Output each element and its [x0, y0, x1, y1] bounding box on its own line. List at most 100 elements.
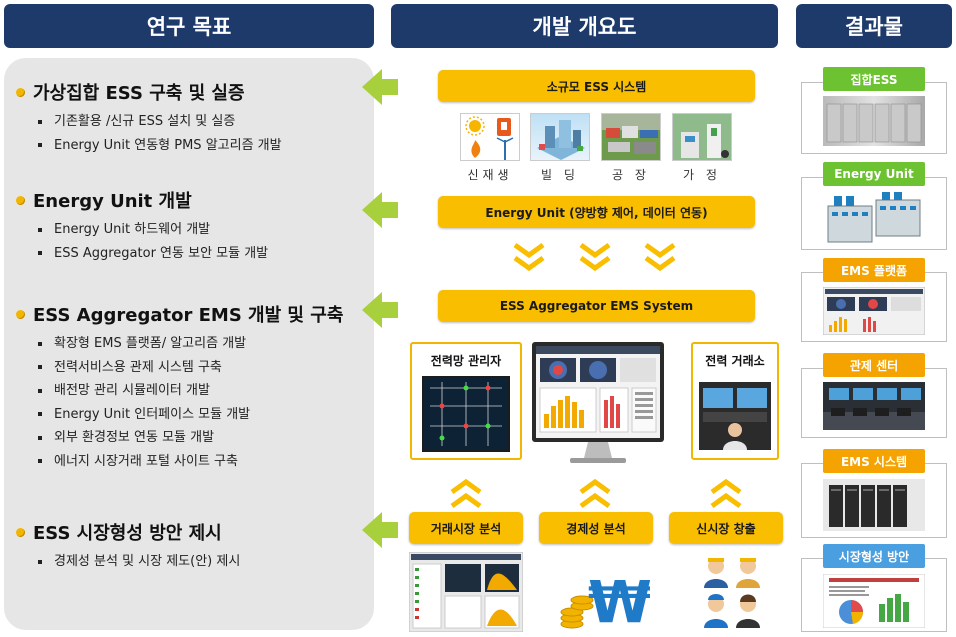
goal-item: Energy Unit 연동형 PMS 알고리즘 개발	[38, 134, 366, 158]
goal-title-text: ESS Aggregator EMS 개발 및 구축	[33, 305, 344, 326]
arrow-left-icon	[362, 512, 398, 548]
goal-title-text: ESS 시장형성 방안 제시	[33, 523, 222, 544]
square-bullet-icon	[38, 251, 42, 256]
bullet-icon	[16, 527, 25, 537]
ems-platform-screen-icon	[823, 287, 925, 335]
ems-monitor-icon	[532, 342, 664, 463]
square-bullet-icon	[38, 559, 42, 564]
chevron-up-icon	[579, 478, 611, 509]
category-label: 가 정	[683, 168, 721, 182]
goal-title-text: 가상집합 ESS 구축 및 실증	[33, 83, 245, 104]
goal-item-text: 전력서비스용 관제 시스템 구축	[54, 359, 222, 375]
category-label: 공 장	[612, 168, 650, 182]
goal-item: Energy Unit 하드웨어 개발	[38, 218, 366, 242]
goal-item-text: Energy Unit 연동형 PMS 알고리즘 개발	[54, 137, 282, 153]
trading-market-analysis-bar: 거래시장 분석	[409, 512, 523, 544]
energy-unit-bar: Energy Unit (양방향 제어, 데이터 연동)	[438, 196, 755, 228]
chevron-up-icon	[710, 478, 742, 509]
result-label-aggregate-ess: 집합ESS	[823, 67, 925, 91]
small-ess-bar: 소규모 ESS 시스템	[438, 70, 755, 102]
goal-item: ESS Aggregator 연동 보안 모듈 개발	[38, 242, 366, 266]
square-bullet-icon	[38, 227, 42, 232]
goal-item-text: 외부 환경정보 연동 모듈 개발	[54, 430, 215, 445]
result-label-market-plan: 시장형성 방안	[823, 544, 925, 568]
square-bullet-icon	[38, 143, 42, 148]
goal-title: Energy Unit 개발	[16, 188, 366, 212]
goal-section-3: ESS Aggregator EMS 개발 및 구축 확장형 EMS 플랫폼/ …	[16, 302, 366, 473]
header-research-goal: 연구 목표	[4, 4, 374, 48]
goal-items: 확장형 EMS 플랫폼/ 알고리즘 개발 전력서비스용 관제 시스템 구축 배전…	[38, 332, 366, 473]
trading-dashboard-icon	[409, 552, 523, 632]
goal-title: 가상집합 ESS 구축 및 실증	[16, 80, 366, 104]
goals-panel: 가상집합 ESS 구축 및 실증 기존활용 /신규 ESS 설치 및 실증 En…	[4, 58, 374, 630]
goal-items: 경제성 분석 및 시장 제도(안) 제시	[38, 550, 366, 574]
chevron-down-icon	[513, 242, 545, 272]
goal-section-2: Energy Unit 개발 Energy Unit 하드웨어 개발 ESS A…	[16, 188, 366, 265]
goal-item-text: 에너지 시장거래 포털 사이트 구축	[54, 453, 238, 469]
building-icon	[537, 120, 585, 160]
goal-item: 에너지 시장거래 포털 사이트 구축	[38, 450, 366, 474]
goal-section-1: 가상집합 ESS 구축 및 실증 기존활용 /신규 ESS 설치 및 실증 En…	[16, 80, 366, 157]
result-label-ems-system: EMS 시스템	[823, 449, 925, 473]
aggregator-bar: ESS Aggregator EMS System	[438, 290, 755, 322]
control-room-icon	[699, 382, 771, 450]
factory-thumbnail	[601, 113, 661, 161]
energy-unit-device-icon	[827, 192, 921, 243]
goal-item-text: 배전망 관리 시뮬레이터 개발	[54, 383, 210, 398]
home-icon	[673, 114, 731, 160]
result-label-control-center: 관제 센터	[823, 353, 925, 377]
renewable-icon	[465, 116, 514, 160]
result-label-energy-unit: Energy Unit	[823, 162, 925, 186]
power-exchange-title: 전력 거래소	[705, 354, 765, 368]
result-label-ems-platform: EMS 플랫폼	[823, 258, 925, 282]
goal-items: Energy Unit 하드웨어 개발 ESS Aggregator 연동 보안…	[38, 218, 366, 265]
market-report-icon	[823, 574, 925, 628]
power-exchange-panel: 전력 거래소	[691, 342, 779, 460]
square-bullet-icon	[38, 388, 42, 393]
goal-item-text: 기존활용 /신규 ESS 설치 및 실증	[54, 114, 236, 129]
svg-text:₩: ₩	[588, 568, 650, 632]
result-box-energy-unit	[801, 177, 947, 250]
chevron-down-icon	[644, 242, 676, 272]
square-bullet-icon	[38, 412, 42, 417]
home-thumbnail	[672, 113, 732, 161]
economic-analysis-bar: 경제성 분석	[539, 512, 653, 544]
square-bullet-icon	[38, 459, 42, 464]
people-icon	[704, 558, 760, 628]
square-bullet-icon	[38, 365, 42, 370]
square-bullet-icon	[38, 341, 42, 346]
goal-item-text: 확장형 EMS 플랫폼/ 알고리즘 개발	[54, 336, 247, 351]
aggregate-ess-image	[823, 96, 925, 146]
chevron-up-icon	[450, 478, 482, 509]
new-market-bar: 신시장 창출	[669, 512, 783, 544]
server-rack-icon	[823, 479, 925, 531]
goal-section-4: ESS 시장형성 방안 제시 경제성 분석 및 시장 제도(안) 제시	[16, 520, 366, 574]
chevron-down-icon	[579, 242, 611, 272]
goal-title-text: Energy Unit 개발	[33, 191, 192, 212]
square-bullet-icon	[38, 119, 42, 124]
category-label: 빌 딩	[541, 168, 579, 182]
goal-item-text: ESS Aggregator 연동 보안 모듈 개발	[54, 245, 269, 261]
goal-item: 확장형 EMS 플랫폼/ 알고리즘 개발	[38, 332, 366, 356]
renewable-thumbnail	[460, 113, 520, 161]
arrow-left-icon	[362, 192, 398, 228]
building-thumbnail	[530, 113, 590, 161]
won-currency-icon: ₩	[560, 568, 650, 632]
grid-network-icon	[422, 376, 510, 452]
goal-items: 기존활용 /신규 ESS 설치 및 실증 Energy Unit 연동형 PMS…	[38, 110, 366, 157]
goal-item-text: Energy Unit 하드웨어 개발	[54, 222, 211, 237]
category-label: 신재생	[467, 168, 513, 182]
battery-rack-icon	[826, 103, 922, 143]
goal-item-text: Energy Unit 인터페이스 모듈 개발	[54, 406, 251, 422]
goal-item: 전력서비스용 관제 시스템 구축	[38, 356, 366, 380]
goal-item: 기존활용 /신규 ESS 설치 및 실증	[38, 110, 366, 134]
header-dev-overview: 개발 개요도	[391, 4, 778, 48]
bullet-icon	[16, 87, 25, 97]
bullet-icon	[16, 195, 25, 205]
grid-manager-panel: 전력망 관리자	[410, 342, 522, 460]
arrow-left-icon	[362, 69, 398, 105]
goal-item-text: 경제성 분석 및 시장 제도(안) 제시	[54, 554, 241, 569]
square-bullet-icon	[38, 435, 42, 440]
header-results: 결과물	[796, 4, 952, 48]
goal-title: ESS Aggregator EMS 개발 및 구축	[16, 302, 366, 326]
